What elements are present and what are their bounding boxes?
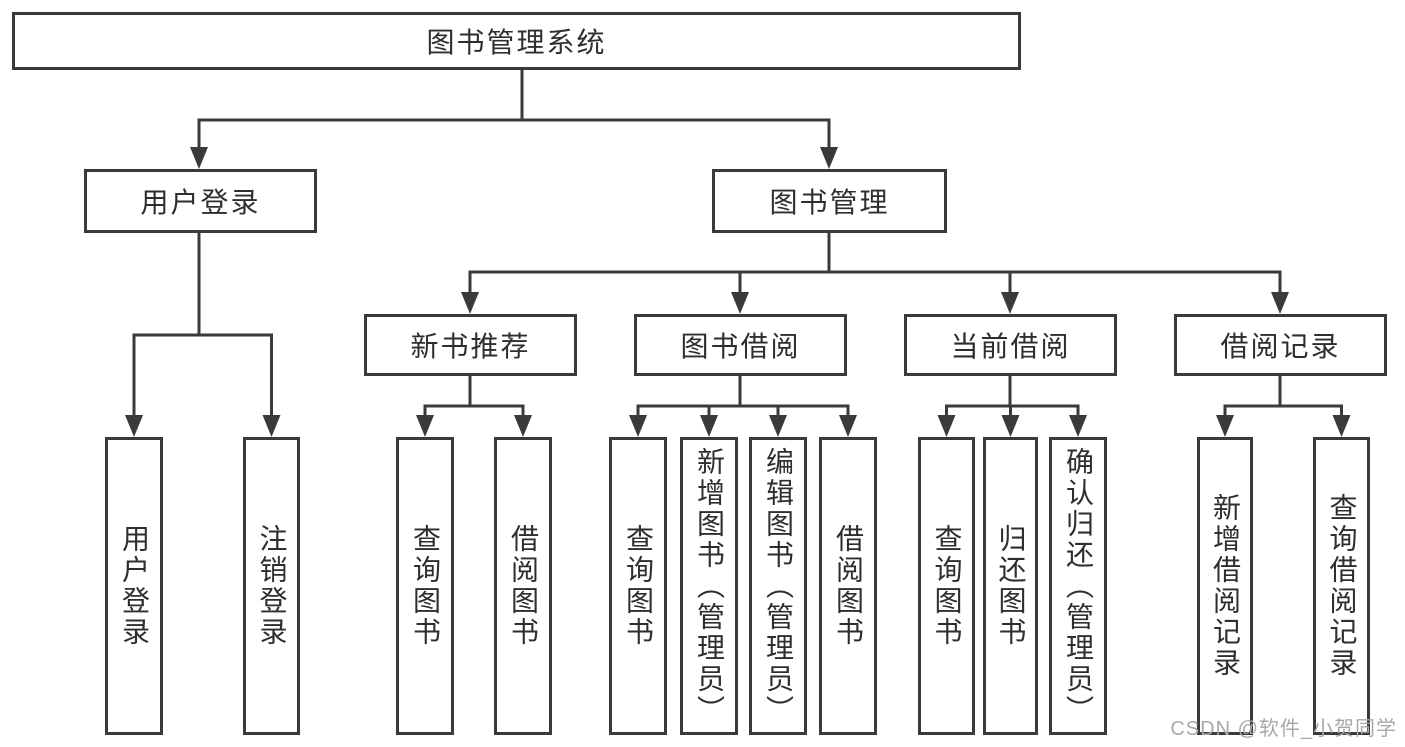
node-leaf-return-book-label: 归还图书	[995, 524, 1027, 648]
node-book-borrow-label: 图书借阅	[680, 331, 801, 362]
node-leaf-return-book: 归还图书	[983, 437, 1038, 735]
node-root: 图书管理系统	[12, 12, 1021, 70]
node-borrow-record-label: 借阅记录	[1220, 331, 1341, 362]
csdn-watermark: CSDN @软件_小贺同学	[1170, 718, 1397, 740]
node-book-borrow: 图书借阅	[634, 314, 847, 376]
node-borrow-record: 借阅记录	[1174, 314, 1387, 376]
node-leaf-query-book-recommend-label: 查询图书	[410, 524, 441, 648]
node-book-management: 图书管理	[712, 169, 947, 233]
node-current-borrow: 当前借阅	[904, 314, 1117, 376]
node-leaf-borrow-book: 借阅图书	[819, 437, 877, 735]
node-leaf-add-book-admin: 新增图书（管理员）	[680, 437, 738, 735]
node-leaf-query-book-current: 查询图书	[918, 437, 975, 735]
node-leaf-query-borrow-record-label: 查询借阅记录	[1326, 493, 1358, 679]
node-leaf-query-book-recommend: 查询图书	[396, 437, 454, 735]
node-leaf-user-login-label: 用户登录	[119, 524, 150, 648]
node-leaf-edit-book-admin-label: 编辑图书（管理员）	[763, 446, 794, 726]
arrowheads	[125, 147, 1351, 437]
node-leaf-confirm-return-admin-label: 确认归还（管理员）	[1063, 446, 1094, 726]
node-leaf-add-borrow-record-label: 新增借阅记录	[1210, 493, 1241, 679]
node-leaf-logout-label: 注销登录	[256, 524, 288, 648]
node-leaf-query-book-current-label: 查询图书	[931, 524, 963, 648]
node-user-login-label: 用户登录	[140, 187, 261, 218]
node-leaf-query-book-borrow: 查询图书	[609, 437, 667, 735]
node-leaf-user-login: 用户登录	[105, 437, 163, 735]
node-root-label: 图书管理系统	[426, 27, 607, 58]
node-current-borrow-label: 当前借阅	[950, 331, 1071, 362]
node-new-book-recommend: 新书推荐	[364, 314, 577, 376]
node-leaf-add-book-admin-label: 新增图书（管理员）	[694, 446, 725, 726]
node-user-login: 用户登录	[84, 169, 317, 233]
node-new-book-recommend-label: 新书推荐	[410, 331, 531, 362]
node-leaf-logout: 注销登录	[243, 437, 300, 735]
node-leaf-borrow-book-recommend: 借阅图书	[494, 437, 552, 735]
node-leaf-borrow-book-recommend-label: 借阅图书	[508, 524, 539, 648]
node-leaf-query-borrow-record: 查询借阅记录	[1313, 437, 1370, 735]
node-leaf-edit-book-admin: 编辑图书（管理员）	[749, 437, 807, 735]
node-leaf-query-book-borrow-label: 查询图书	[623, 524, 654, 648]
node-leaf-borrow-book-label: 借阅图书	[833, 524, 864, 648]
node-book-management-label: 图书管理	[769, 187, 890, 218]
node-leaf-add-borrow-record: 新增借阅记录	[1197, 437, 1253, 735]
node-leaf-confirm-return-admin: 确认归还（管理员）	[1049, 437, 1107, 735]
